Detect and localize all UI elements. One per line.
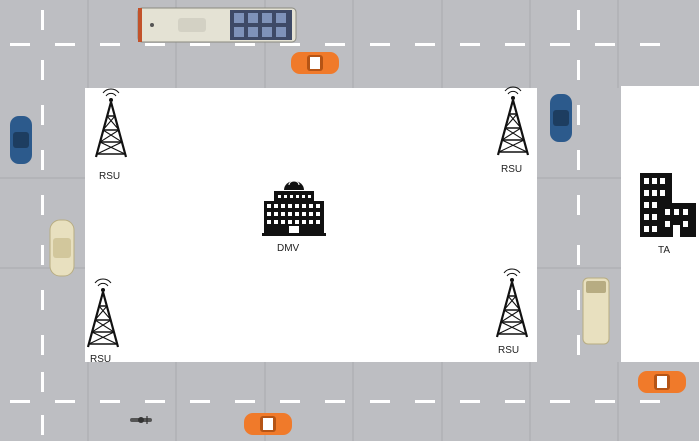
orange-car [244,413,292,435]
orange-car [638,371,686,393]
orange-car [291,52,339,74]
rsu-label: RSU [90,354,111,365]
blue-car [10,116,32,164]
cream-van [583,278,609,344]
rsu-label: RSU [498,345,519,356]
rsu-label: RSU [99,171,120,182]
cream-car [50,220,74,276]
blue-car [550,94,572,142]
rsu-label: RSU [501,164,522,175]
bus-vehicle [138,8,296,42]
dmv-label: DMV [277,243,299,254]
ta-label: TA [658,245,670,256]
